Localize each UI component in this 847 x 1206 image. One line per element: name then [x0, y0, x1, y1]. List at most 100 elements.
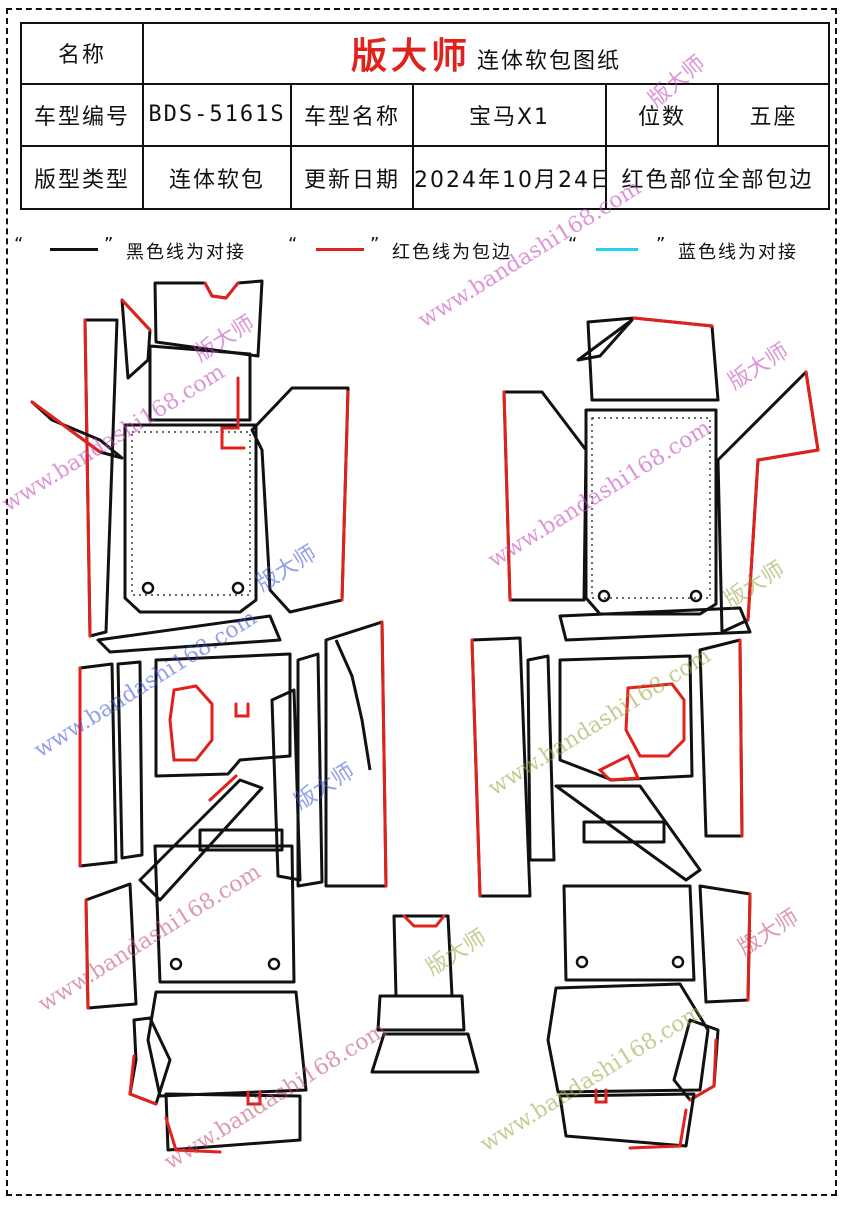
pattern-piece [250, 386, 350, 614]
edge-binding [502, 390, 512, 602]
clip-hole [267, 957, 281, 971]
pattern-piece [148, 344, 252, 422]
front-right-pieces [502, 316, 820, 642]
legend-blue-text: 蓝色线为对接 [678, 242, 798, 263]
legend-quote: “ [568, 234, 580, 255]
stitch-line [591, 417, 711, 599]
watermark-brand: 版大师 [734, 905, 803, 961]
pattern-piece [558, 606, 752, 642]
pattern-piece [270, 688, 302, 882]
line-legend: “ ” 黑色线为对接 “ ” 红色线为包边 “ ” 蓝色线为对接 [8, 234, 838, 268]
legend-quote: “ [14, 234, 26, 255]
edge-note: 红色部位全部包边 [605, 145, 830, 210]
seam-line [334, 639, 372, 771]
info-table: 名称 版大师连体软包图纸 车型编号 BDS-5161S 车型名称 宝马X1 位数… [20, 22, 830, 210]
edge-binding [597, 753, 641, 782]
seats-label: 位数 [605, 82, 719, 148]
watermark-site: www.bandashi168.com [30, 605, 262, 763]
pattern-piece [576, 318, 634, 362]
brand-name: 版大师 [350, 36, 471, 78]
watermark-site: www.bandashi168.com [484, 415, 716, 573]
clip-hole [597, 589, 611, 603]
pattern-piece [154, 652, 292, 778]
pattern-piece [96, 614, 282, 654]
edge-binding [220, 376, 246, 450]
edge-binding [628, 1108, 688, 1150]
legend-quote: “ [288, 234, 300, 255]
pattern-piece [370, 1032, 480, 1074]
code-label: 车型编号 [20, 82, 144, 148]
edge-binding [402, 914, 446, 928]
pattern-piece [558, 654, 694, 782]
type-label: 版型类型 [20, 145, 144, 210]
title-suffix: 连体软包图纸 [477, 49, 622, 75]
pattern-piece [546, 982, 710, 1094]
watermark-brand: 版大师 [720, 557, 789, 613]
pattern-piece [554, 784, 702, 882]
red-line-swatch [316, 248, 364, 251]
pattern-piece [120, 298, 152, 380]
bottom-left-pieces [128, 990, 308, 1154]
center-pieces [370, 914, 480, 1074]
edge-binding [84, 898, 90, 1010]
edge-binding [30, 400, 102, 454]
edge-binding [594, 1088, 608, 1104]
bottom-right-pieces [546, 982, 720, 1150]
pattern-piece [582, 820, 666, 844]
watermark-brand: 版大师 [644, 51, 711, 113]
clip-hole [671, 955, 685, 969]
stitch-line [131, 431, 251, 596]
legend-quote: ” [656, 234, 668, 255]
edge-binding [203, 281, 240, 300]
clip-hole [575, 955, 589, 969]
edge-binding [164, 1116, 222, 1154]
legend-quote: ” [104, 234, 116, 255]
pattern-piece [146, 990, 308, 1098]
clip-hole [169, 957, 183, 971]
pattern-piece [138, 778, 264, 902]
watermark-brand: 版大师 [422, 925, 491, 981]
pattern-piece [116, 660, 144, 860]
edge-binding [234, 702, 250, 718]
clip-hole [231, 581, 245, 595]
pattern-piece [584, 408, 718, 616]
clip-hole [141, 581, 155, 595]
vent-cutout [624, 682, 686, 758]
edge-binding [246, 1090, 262, 1106]
edge-binding [83, 318, 92, 638]
edge-binding [746, 370, 820, 622]
legend-black-text: 黑色线为对接 [126, 242, 246, 263]
watermark-site: www.bandashi168.com [160, 1017, 392, 1175]
edge-binding [380, 620, 388, 888]
date-label: 更新日期 [290, 145, 414, 210]
pattern-piece [153, 844, 296, 984]
edge-binding [120, 298, 152, 332]
black-line-swatch [50, 248, 98, 251]
type-value: 连体软包 [142, 145, 292, 210]
blue-line-swatch [596, 248, 638, 251]
date-value: 2024年10月24日 [412, 145, 607, 210]
model-label: 车型名称 [290, 82, 414, 148]
front-left-pieces [30, 279, 350, 654]
code-value: BDS-5161S [142, 82, 292, 148]
seats-value: 五座 [717, 82, 830, 148]
edge-binding [688, 1038, 718, 1102]
pattern-piece [164, 1092, 302, 1152]
watermark-site: www.bandashi168.com [414, 175, 646, 333]
edge-binding [746, 892, 752, 1002]
clip-hole [689, 589, 703, 603]
pattern-piece [324, 620, 388, 888]
edge-binding [128, 1054, 158, 1106]
pattern-piece [586, 316, 720, 402]
pattern-piece [198, 828, 284, 852]
model-value: 宝马X1 [412, 82, 607, 148]
rear-right-pieces [470, 636, 752, 1004]
rear-left-pieces [78, 620, 388, 1010]
pattern-piece [526, 654, 556, 862]
pattern-piece [296, 652, 324, 888]
pattern-piece [558, 1092, 696, 1148]
page-border [6, 8, 837, 1196]
edge-binding [470, 638, 482, 898]
edge-binding [632, 316, 714, 328]
